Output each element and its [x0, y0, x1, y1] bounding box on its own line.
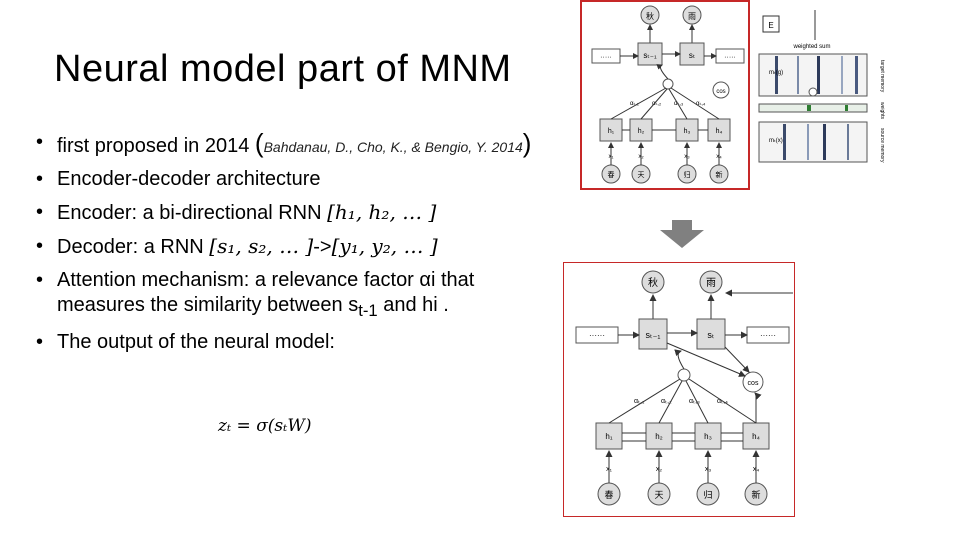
output-node — [699, 270, 723, 294]
input-char: 新 — [716, 170, 723, 179]
state-label: sₜ — [707, 330, 715, 340]
cos-label: cos — [716, 89, 725, 95]
paren-close: ) — [522, 128, 532, 158]
figure-top-diagram: 秋 雨 ····· sₜ₋₁ sₜ ····· cos αₜ,₁ αₜ,₂ αₜ… — [591, 5, 745, 184]
input-char: 归 — [703, 489, 712, 500]
state-label: sₜ₋₁ — [643, 51, 657, 60]
bullet-text: Encoder-decoder architecture — [57, 168, 321, 190]
alpha-label: αₜ,₄ — [696, 101, 706, 107]
decoder-arrow: -> — [313, 236, 332, 258]
down-arrow-icon — [660, 220, 704, 253]
input-char: 天 — [654, 490, 663, 500]
output-char: 秋 — [648, 276, 658, 289]
hidden-label: h₃ — [704, 432, 712, 441]
slide-title: Neural model part of MNM — [54, 48, 512, 90]
bullet-output: The output of the neural model: — [36, 330, 546, 355]
output-char: 雨 — [706, 278, 716, 289]
alpha-label: αₜ,₃ — [674, 101, 684, 107]
hidden-label: h₄ — [716, 128, 723, 135]
e-box — [762, 15, 780, 33]
alpha-label: αₜ,₂ — [652, 101, 662, 107]
alpha-label: αₜ,₃ — [689, 398, 700, 405]
subscript: t-1 — [358, 301, 378, 320]
bullet-proposed: first proposed in 2014 (Bahdanau, D., Ch… — [36, 130, 546, 159]
state-node — [696, 318, 726, 350]
mem-label: mₜ(g) — [769, 70, 783, 76]
bullet-encoder: Encoder: a bi-directional RNN [h₁, h₂, …… — [36, 200, 546, 226]
state-label: sₜ — [689, 51, 695, 60]
bullet-text: first proposed in 2014 — [57, 135, 255, 157]
cos-node — [742, 371, 764, 393]
hidden-label: h₁ — [608, 128, 615, 135]
citation: Bahdanau, D., Cho, K., & Bengio, Y. 2014 — [263, 139, 523, 155]
memory-figure: E weighted sum mₜ(g) mₜ(x) target memory… — [757, 10, 897, 170]
bullet-text: Attention mechanism: a relevance factor … — [57, 269, 475, 316]
hidden-label: h₄ — [752, 432, 760, 441]
encoder-math: [h₁, h₂, … ] — [327, 200, 437, 224]
bullet-attention: Attention mechanism: a relevance factor … — [36, 268, 546, 322]
side-box-label: ····· — [724, 54, 736, 61]
hidden-row — [595, 422, 770, 450]
hidden-label: h₁ — [605, 432, 612, 441]
decoder-output-math: [y₁, y₂, … ] — [331, 234, 438, 258]
paren-open: ( — [254, 128, 264, 158]
output-char: 雨 — [688, 12, 696, 21]
hidden-row — [599, 118, 731, 142]
output-formula: zₜ = σ(sₜW) — [218, 416, 312, 436]
input-char: 春 — [608, 170, 615, 179]
target-stripes — [775, 56, 858, 94]
input-char: 新 — [751, 489, 760, 500]
bullet-architecture: Encoder-decoder architecture — [36, 167, 546, 192]
hidden-label: h₂ — [655, 432, 663, 441]
input-char: 天 — [638, 171, 645, 179]
hidden-label: h₃ — [684, 128, 691, 135]
side-box-label: ······ — [589, 331, 605, 340]
hidden-label: h₂ — [638, 128, 645, 135]
alpha-label: αₜ,₁ — [634, 398, 645, 405]
cos-node — [712, 81, 730, 99]
cos-label: cos — [748, 380, 759, 387]
side-label: weights — [879, 102, 885, 119]
input-char: 春 — [604, 489, 613, 500]
decoder-math: [s₁, s₂, … ] — [209, 234, 314, 258]
side-box-label: ····· — [600, 54, 612, 61]
figure-bottom-diagram: 秋 雨 ······ sₜ₋₁ sₜ ······ cos αₜ,₁ αₜ,₂ … — [575, 270, 793, 506]
source-stripes — [783, 124, 849, 160]
weights-bar — [758, 103, 868, 113]
state-label: sₜ₋₁ — [646, 330, 661, 340]
output-node — [641, 270, 665, 294]
input-char: 归 — [684, 170, 691, 179]
side-label: source memory — [879, 128, 885, 163]
mem-label: mₜ(x) — [769, 138, 783, 144]
bullet-text: Encoder: a bi-directional RNN — [57, 202, 328, 224]
alpha-label: αₜ,₁ — [630, 101, 639, 107]
bullet-text: The output of the neural model: — [57, 330, 335, 353]
bullet-tail: and hi . — [377, 294, 449, 316]
sum-node — [662, 78, 674, 90]
bullet-text: Decoder: a RNN — [57, 236, 210, 258]
figure-bottom: 秋 雨 ······ sₜ₋₁ sₜ ······ cos αₜ,₁ αₜ,₂ … — [563, 262, 795, 517]
bullet-list: first proposed in 2014 (Bahdanau, D., Ch… — [36, 130, 546, 363]
e-label: E — [768, 21, 773, 30]
side-box-label: ······ — [760, 331, 776, 340]
bullet-decoder: Decoder: a RNN [s₁, s₂, … ]->[y₁, y₂, … … — [36, 234, 546, 260]
side-label: target memory — [879, 60, 885, 93]
figure-top: 秋 雨 ····· sₜ₋₁ sₜ ····· cos αₜ,₁ αₜ,₂ αₜ… — [580, 0, 750, 190]
memory-caption: weighted sum — [792, 44, 830, 50]
output-char: 秋 — [646, 11, 654, 21]
alpha-label: αₜ,₂ — [661, 398, 672, 405]
